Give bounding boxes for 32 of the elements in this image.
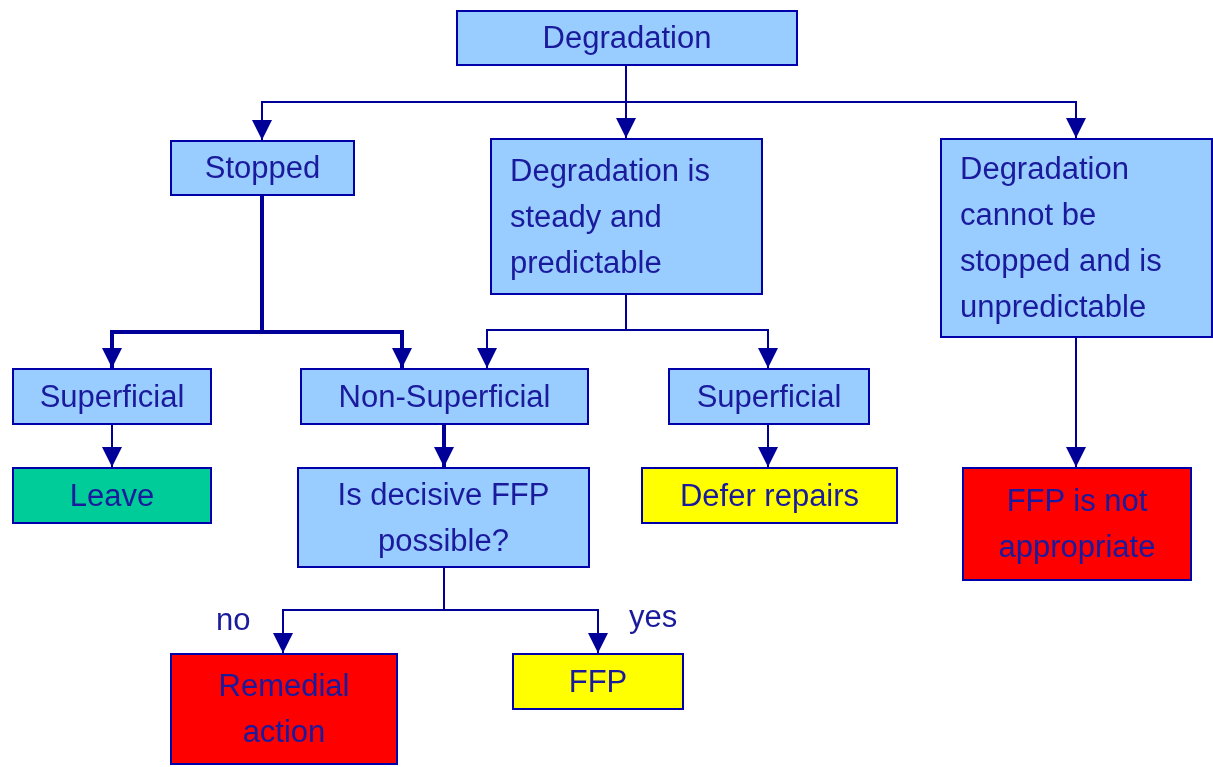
node-text: Is decisive FFP possible?	[336, 475, 551, 560]
outcome-box	[962, 467, 1192, 581]
node-text: Stopped	[204, 149, 321, 187]
process-box	[456, 10, 798, 66]
arrow	[102, 424, 122, 468]
process-box	[170, 140, 355, 196]
arrow	[443, 567, 608, 654]
process-box	[297, 467, 590, 568]
outcome-box	[641, 467, 898, 524]
outcome-box	[512, 653, 684, 710]
outcome-box	[12, 467, 212, 524]
node-text: FFP is not appropriate	[997, 482, 1157, 566]
process-box	[490, 138, 763, 295]
process-box	[300, 368, 589, 425]
process-box	[940, 138, 1213, 338]
arrow	[434, 425, 454, 467]
node-text: Leave	[69, 476, 155, 515]
process-box	[668, 368, 870, 425]
node-text: Defer repairs	[679, 476, 860, 515]
outcome-box	[170, 653, 398, 765]
node-text: Superficial	[696, 377, 842, 416]
node-text: FFP	[568, 662, 628, 701]
node-text: Degradation	[542, 19, 712, 57]
node-text: Degradation cannot be stopped and is unpredictable	[960, 150, 1163, 326]
node-text: Remedial action	[217, 667, 351, 751]
node-text: Degradation is steady and predictable	[510, 151, 711, 282]
arrow	[758, 424, 778, 468]
process-box	[12, 368, 212, 425]
node-text: Superficial	[39, 377, 185, 416]
arrow	[260, 196, 412, 368]
arrow	[1066, 337, 1086, 468]
node-text: Non-Superficial	[338, 377, 551, 416]
